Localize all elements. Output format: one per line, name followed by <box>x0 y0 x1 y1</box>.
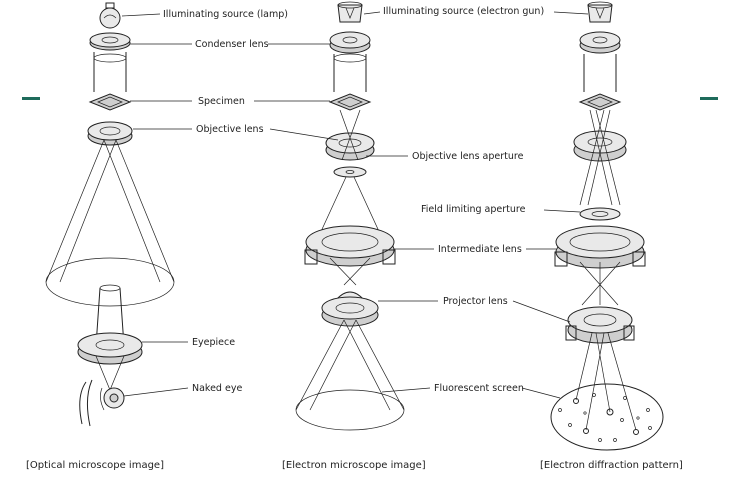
electron-microscope-column <box>295 1 405 431</box>
label-objective-lens: Objective lens <box>196 124 264 135</box>
leader-lines <box>121 11 589 399</box>
caption-electron: [Electron microscope image] <box>282 460 426 471</box>
label-lamp: Illuminating source (lamp) <box>163 9 288 20</box>
label-fluorescent-screen: Fluorescent screen <box>434 383 524 394</box>
label-naked-eye: Naked eye <box>192 383 242 394</box>
naked-eye-icon <box>79 379 125 427</box>
label-specimen: Specimen <box>198 96 245 107</box>
optical-microscope-column <box>45 2 175 427</box>
label-condenser-lens: Condenser lens <box>195 39 269 50</box>
objective-lens-diffraction <box>573 130 627 162</box>
condenser-lens-diffraction <box>579 31 621 54</box>
label-electron-gun: Illuminating source (electron gun) <box>383 6 544 17</box>
lamp-icon <box>99 2 121 29</box>
objective-lens-optical <box>87 121 133 146</box>
condenser-lens-electron <box>329 31 371 54</box>
specimen-electron <box>328 93 372 111</box>
caption-optical: [Optical microscope image] <box>26 460 164 471</box>
electron-gun-icon <box>337 1 363 23</box>
intermediate-lens-diffraction <box>554 225 646 269</box>
accent-bar-left <box>22 97 40 100</box>
label-intermediate-lens: Intermediate lens <box>438 244 522 255</box>
field-limiting-aperture <box>579 207 621 221</box>
projector-lens-electron <box>321 291 379 327</box>
objective-lens-electron <box>325 132 375 161</box>
specimen-optical <box>88 93 132 111</box>
projector-lens-diffraction <box>565 306 635 344</box>
electron-gun-icon-2 <box>587 1 613 23</box>
intermediate-lens-electron <box>304 225 396 267</box>
eyepiece-lens <box>77 332 143 365</box>
accent-bar-right <box>700 97 718 100</box>
condenser-lens-optical <box>89 32 131 51</box>
label-field-aperture: Field limiting aperture <box>421 204 526 215</box>
caption-diffraction: [Electron diffraction pattern] <box>540 460 683 471</box>
label-projector-lens: Projector lens <box>443 296 508 307</box>
label-objective-aperture: Objective lens aperture <box>412 151 524 162</box>
objective-aperture-electron <box>333 166 367 178</box>
label-eyepiece: Eyepiece <box>192 337 235 348</box>
specimen-diffraction <box>578 93 622 111</box>
diffraction-pattern-screen <box>550 383 664 451</box>
electron-diffraction-column <box>550 1 664 451</box>
